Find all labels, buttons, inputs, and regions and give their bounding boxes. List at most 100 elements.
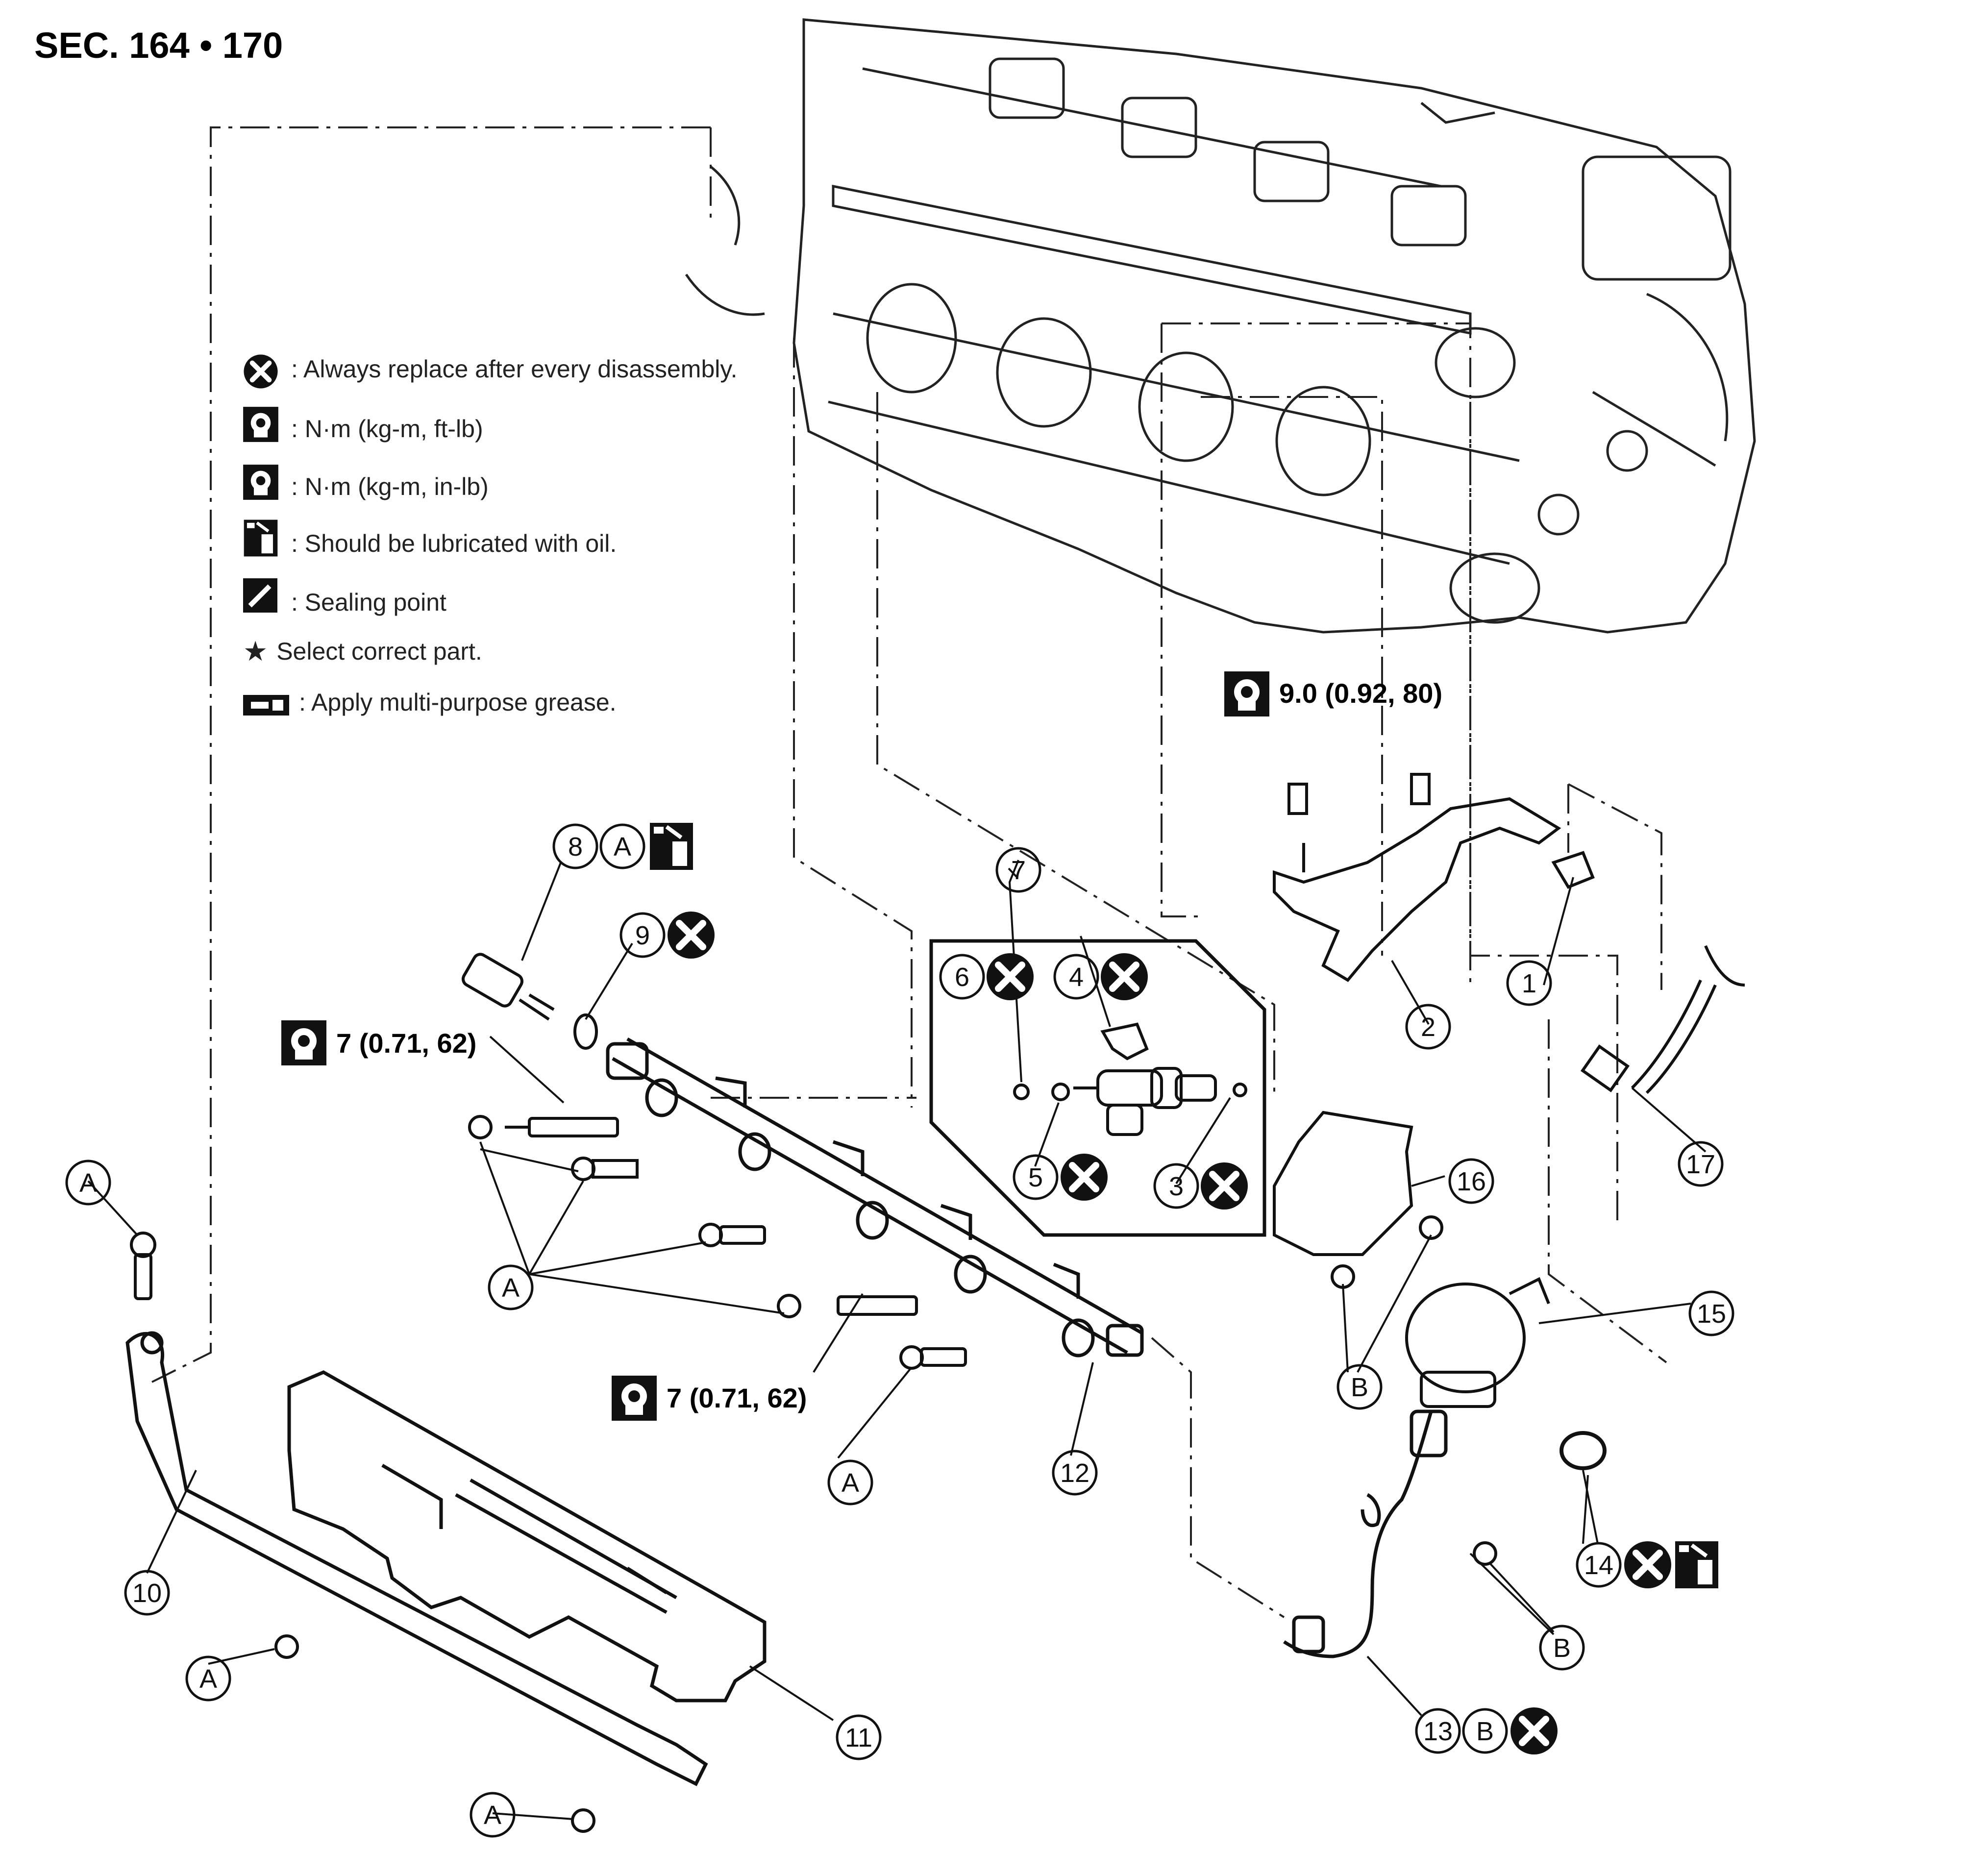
callout-17: 17 bbox=[1678, 1141, 1724, 1187]
callout-5: 5 bbox=[1013, 1154, 1059, 1200]
high-pressure-fuel-pipe-13 bbox=[1283, 1409, 1448, 1658]
torque-in-lb-icon bbox=[1224, 671, 1269, 716]
callout-a-8: A bbox=[599, 823, 645, 869]
svg-text:5: 5 bbox=[1028, 1163, 1043, 1192]
svg-text:11: 11 bbox=[845, 1723, 872, 1753]
replace-x-icons bbox=[668, 912, 1671, 1754]
svg-text:9: 9 bbox=[635, 921, 650, 950]
clip-1 bbox=[1551, 851, 1595, 889]
legend-row-sealing: : Sealing point bbox=[291, 589, 446, 616]
svg-text:12: 12 bbox=[1060, 1458, 1089, 1488]
legend-row-oil: : Should be lubricated with oil. bbox=[291, 530, 617, 557]
svg-text:A: A bbox=[199, 1664, 217, 1694]
torque-label-lower-stud: 7 (0.71, 62) bbox=[667, 1382, 807, 1413]
pump-cover-16 bbox=[1273, 1111, 1413, 1256]
alignment-guide-lines bbox=[151, 126, 1667, 1618]
callout-b-pipe-bolt: B bbox=[1539, 1625, 1585, 1671]
replace-x-icon bbox=[1061, 1154, 1108, 1201]
svg-text:1: 1 bbox=[1522, 969, 1536, 998]
replace-x-icon bbox=[1201, 1162, 1248, 1210]
sealing-point-icon bbox=[243, 578, 277, 613]
grease-gun-icon bbox=[243, 695, 289, 716]
rail-bolts bbox=[130, 1115, 1497, 1833]
legend-row-torque-in-lb: : N·m (kg-m, in-lb) bbox=[291, 473, 489, 500]
engine-cylinder-head bbox=[685, 18, 1756, 634]
callout-3: 3 bbox=[1153, 1163, 1199, 1209]
replace-x-icon bbox=[1101, 953, 1148, 1000]
callout-1: 1 bbox=[1506, 960, 1552, 1006]
high-pressure-fuel-pump-15 bbox=[1405, 1277, 1550, 1408]
callout-bubbles: 1 2 3 4 5 6 7 8 9 10 11 12 13 14 15 16 1… bbox=[65, 823, 1734, 1838]
legend-row-torque-ft-lb: : N·m (kg-m, ft-lb) bbox=[291, 415, 483, 443]
fuel-rail-protector-11 bbox=[287, 1370, 767, 1703]
injector-assembly-box bbox=[929, 939, 1266, 1237]
callout-leader-lines bbox=[87, 860, 1707, 1820]
torque-in-lb-icon bbox=[243, 465, 278, 500]
oil-can-icon bbox=[1675, 1541, 1718, 1588]
callout-b-13: B bbox=[1462, 1708, 1508, 1754]
section-title: SEC. 164 • 170 bbox=[34, 25, 283, 66]
fuel-hose-17 bbox=[1580, 945, 1745, 1094]
replace-x-icon bbox=[1624, 1541, 1671, 1588]
callout-9: 9 bbox=[619, 912, 666, 958]
callout-4: 4 bbox=[1053, 954, 1099, 1000]
torque-in-lb-icon bbox=[281, 1020, 326, 1065]
callout-16: 16 bbox=[1448, 1158, 1494, 1204]
oil-can-icon bbox=[244, 520, 278, 557]
replace-x-icon bbox=[987, 953, 1034, 1000]
svg-text:6: 6 bbox=[955, 963, 969, 992]
callout-14: 14 bbox=[1576, 1542, 1622, 1588]
svg-text:A: A bbox=[614, 832, 631, 862]
fuel-injector bbox=[1013, 1022, 1247, 1136]
callout-a-rail-end: A bbox=[827, 1459, 873, 1506]
fuel-rail-12 bbox=[606, 1037, 1144, 1358]
callout-7: 7 bbox=[995, 847, 1041, 893]
callout-a-bracket-top: A bbox=[65, 1160, 111, 1206]
torque-label-upper-stud: 7 (0.71, 62) bbox=[336, 1028, 477, 1059]
torque-label-bracket-bolts: 9.0 (0.92, 80) bbox=[1279, 678, 1443, 709]
svg-text:4: 4 bbox=[1069, 963, 1084, 992]
svg-text:15: 15 bbox=[1697, 1299, 1726, 1329]
svg-text:2: 2 bbox=[1421, 1012, 1436, 1042]
svg-text:B: B bbox=[1553, 1633, 1571, 1663]
callout-8: 8 bbox=[552, 823, 598, 869]
callout-11: 11 bbox=[836, 1714, 882, 1760]
callout-10: 10 bbox=[124, 1570, 170, 1616]
oil-can-icon bbox=[650, 823, 693, 870]
svg-text:8: 8 bbox=[568, 832, 583, 862]
legend-row-replace: : Always replace after every disassembly… bbox=[291, 355, 738, 383]
callout-6: 6 bbox=[939, 954, 985, 1000]
svg-text:A: A bbox=[79, 1168, 97, 1198]
svg-text:10: 10 bbox=[132, 1579, 162, 1608]
callout-b-pump: B bbox=[1336, 1364, 1383, 1410]
callout-a-protector-bottom: A bbox=[470, 1792, 516, 1838]
callout-a-protector-left: A bbox=[185, 1655, 231, 1702]
svg-text:A: A bbox=[842, 1468, 859, 1498]
svg-text:14: 14 bbox=[1584, 1551, 1613, 1580]
svg-text:16: 16 bbox=[1457, 1167, 1486, 1196]
callout-13: 13 bbox=[1415, 1708, 1461, 1754]
svg-text:A: A bbox=[484, 1801, 501, 1830]
torque-ft-lb-icon bbox=[243, 407, 278, 442]
svg-text:17: 17 bbox=[1686, 1150, 1715, 1179]
replace-x-icon bbox=[244, 354, 277, 388]
pump-o-ring-14 bbox=[1559, 1431, 1607, 1470]
legend-row-grease: : Apply multi-purpose grease. bbox=[299, 689, 617, 716]
svg-text:A: A bbox=[502, 1273, 520, 1303]
replace-x-icon bbox=[668, 912, 715, 959]
callout-12: 12 bbox=[1052, 1450, 1098, 1496]
star-icon: ★ bbox=[243, 636, 268, 666]
svg-text:3: 3 bbox=[1169, 1172, 1184, 1201]
callout-15: 15 bbox=[1688, 1290, 1734, 1336]
svg-text:B: B bbox=[1476, 1717, 1494, 1746]
torque-in-lb-icon bbox=[612, 1376, 657, 1421]
replace-x-icon bbox=[1510, 1707, 1558, 1754]
svg-text:7: 7 bbox=[1011, 856, 1026, 885]
svg-text:13: 13 bbox=[1423, 1717, 1453, 1746]
callout-2: 2 bbox=[1405, 1004, 1451, 1050]
fuel-pressure-sensor-8 bbox=[461, 953, 598, 1050]
fuel-tube-bracket bbox=[1273, 773, 1561, 982]
callout-a-bolts: A bbox=[488, 1264, 534, 1310]
svg-text:B: B bbox=[1351, 1373, 1368, 1402]
